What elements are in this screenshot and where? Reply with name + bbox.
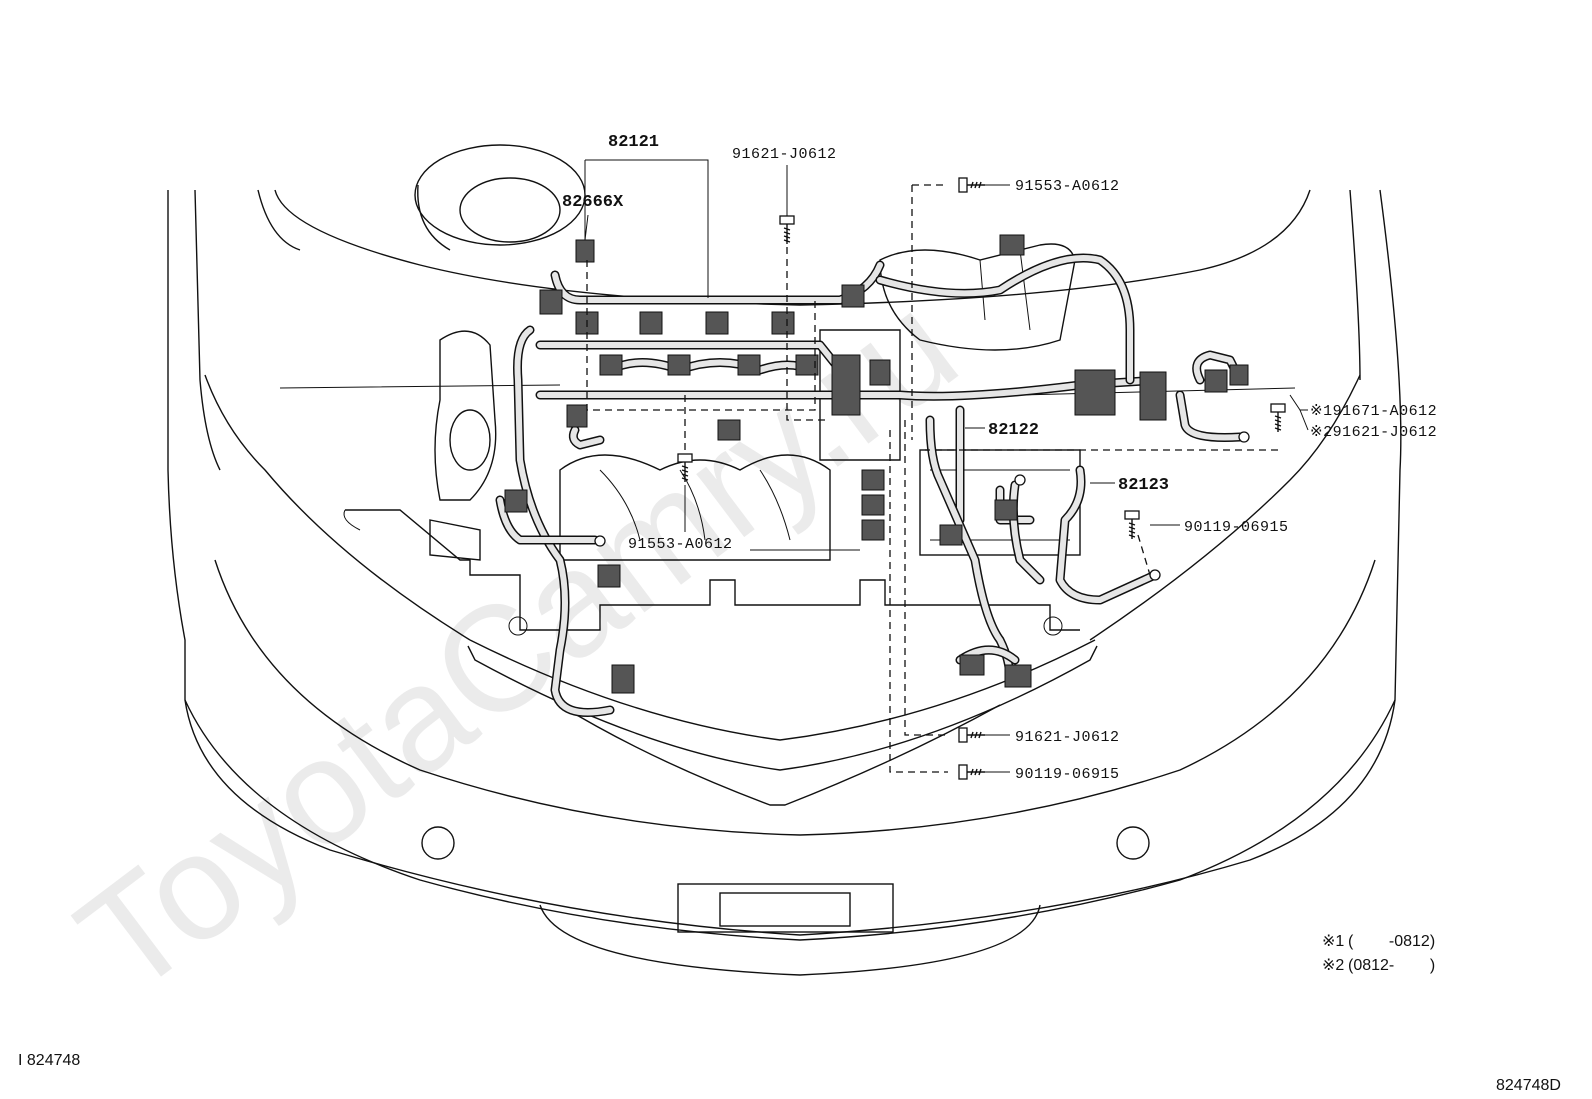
bolt-icon xyxy=(1124,510,1140,539)
label-82666x: 82666X xyxy=(562,193,624,212)
label-bolt-right-mid: 90119-06915 xyxy=(1184,519,1289,536)
note-1-range: ( -0812) xyxy=(1348,933,1435,950)
label-bolt-right-alt1: ※191671-A0612 xyxy=(1310,403,1437,420)
label-bolt-center: 91553-A0612 xyxy=(628,536,733,553)
air-cleaner xyxy=(414,144,586,251)
label-82121: 82121 xyxy=(608,133,659,152)
bolts xyxy=(677,177,1286,780)
label-bolt-bottom-1: 91621-J0612 xyxy=(1015,729,1120,746)
bolt-icon xyxy=(958,764,985,780)
bolt-icon xyxy=(958,177,985,193)
car-body-outline xyxy=(167,189,1402,976)
bolt-icon xyxy=(958,727,985,743)
bolt-icon xyxy=(677,453,693,482)
label-bolt-right-alt2: ※291621-J0612 xyxy=(1310,424,1437,441)
leader-lines xyxy=(584,159,1309,773)
label-82122: 82122 xyxy=(988,421,1039,440)
label-bolt-top: 91621-J0612 xyxy=(732,146,837,163)
label-82123: 82123 xyxy=(1118,476,1169,495)
note-2-range: (0812- ) xyxy=(1348,957,1435,974)
reference-number-right: 824748D xyxy=(1496,1077,1561,1094)
label-bolt-right-top: 91553-A0612 xyxy=(1015,178,1120,195)
bolt-icon xyxy=(1270,403,1286,432)
part-labels: 82121 82666X 91621-J0612 91553-A0612 ※19… xyxy=(562,133,1437,783)
notes: ※1 ( -0812) ※2 (0812- ) xyxy=(1322,933,1435,974)
label-bolt-bottom-2: 90119-06915 xyxy=(1015,766,1120,783)
note-1-mark: ※1 xyxy=(1322,933,1344,950)
note-2-mark: ※2 xyxy=(1322,957,1344,974)
bolt-icon xyxy=(779,215,795,244)
connectors xyxy=(504,234,1250,694)
reference-number-left: I 824748 xyxy=(18,1052,80,1069)
wire-harness xyxy=(495,253,1245,717)
